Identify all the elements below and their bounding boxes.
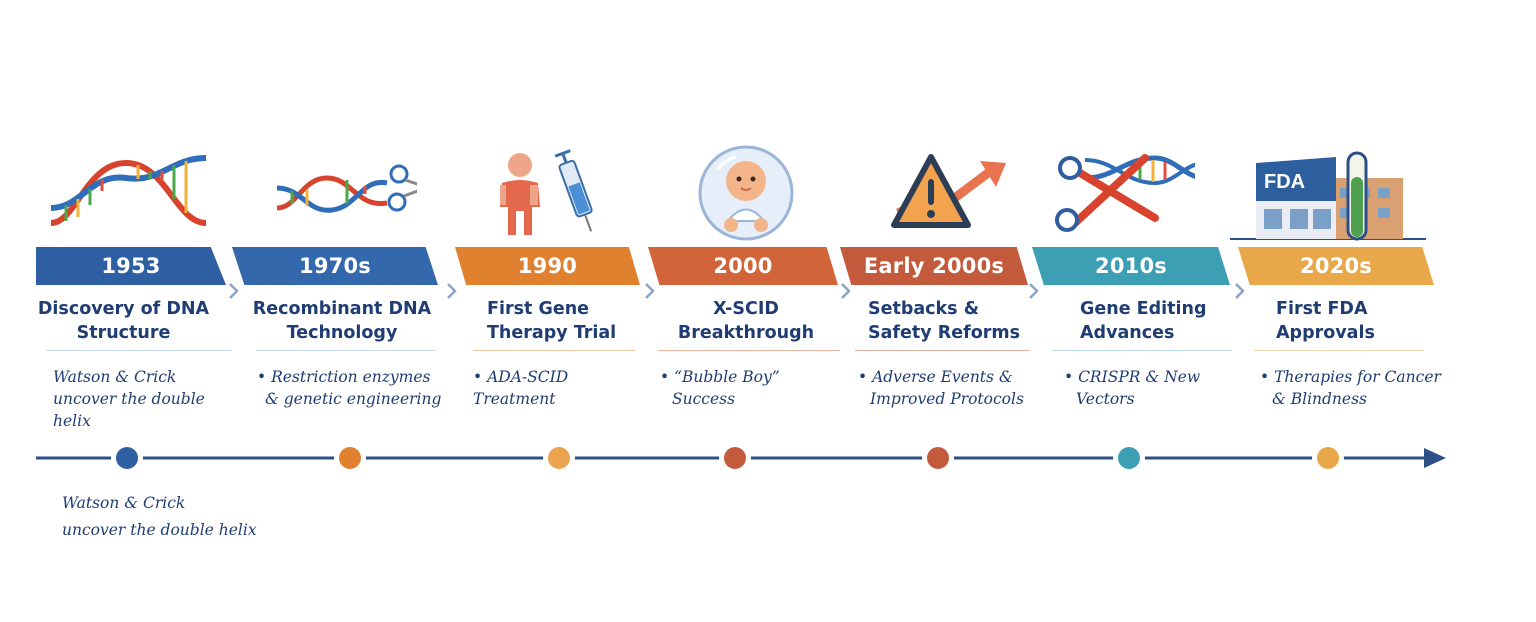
svg-text:FDA: FDA xyxy=(1264,171,1305,193)
year-banner: 2000 xyxy=(648,247,838,285)
milestone-title: Setbacks &Safety Reforms xyxy=(868,299,1021,343)
divider xyxy=(658,350,840,351)
divider xyxy=(1254,350,1424,351)
divider xyxy=(1052,350,1232,351)
chevron-right-icon xyxy=(447,283,457,299)
year-banner: Early 2000s xyxy=(840,247,1028,285)
timeline-dot xyxy=(927,447,949,469)
divider xyxy=(855,350,1030,351)
divider xyxy=(473,350,635,351)
divider xyxy=(46,350,231,351)
chevron-right-icon xyxy=(645,283,655,299)
timeline-arrowhead xyxy=(1424,448,1446,468)
year-banner: 1970s xyxy=(232,247,438,285)
milestone-description: • ADA-SCID Treatment xyxy=(473,368,569,408)
year-banner: 2020s xyxy=(1238,247,1434,285)
chevron-right-icon xyxy=(1029,283,1039,299)
chevron-right-icon xyxy=(841,283,851,299)
chevron-right-icon xyxy=(1235,283,1245,299)
footnote: Watson & Crick uncover the double helix xyxy=(62,490,257,544)
year-banner: 1990 xyxy=(455,247,640,285)
milestone-description: • Restriction enzymes& genetic engineeri… xyxy=(257,368,442,408)
milestone-description: • Therapies for Cancer& Blindness xyxy=(1260,368,1441,408)
timeline-dot xyxy=(724,447,746,469)
timeline-dot xyxy=(548,447,570,469)
timeline-dot xyxy=(1317,447,1339,469)
timeline-dot xyxy=(339,447,361,469)
dna-scissors-icon xyxy=(232,140,432,245)
year-banner: 2010s xyxy=(1032,247,1230,285)
warning-arrow-icon xyxy=(840,140,1035,245)
divider xyxy=(256,350,436,351)
milestone-description: • “Bubble Boy”Success xyxy=(660,368,780,408)
dna-helix-icon xyxy=(36,140,216,245)
timeline-dot xyxy=(1118,447,1140,469)
footnote-line: uncover the double helix xyxy=(62,521,257,539)
year-banner: 1953 xyxy=(36,247,226,285)
bubble-baby-icon xyxy=(648,140,843,245)
milestone-early-2000s: Early 2000s Setbacks &Safety Reforms • A… xyxy=(840,0,1035,440)
fda-building-icon: FDA xyxy=(1228,140,1428,245)
crispr-scissors-icon xyxy=(1032,140,1207,245)
footnote-line: Watson & Crick xyxy=(62,494,186,512)
milestone-description: • Adverse Events &Improved Protocols xyxy=(858,368,1024,408)
timeline-axis xyxy=(36,442,1446,474)
chevron-right-icon xyxy=(229,283,239,299)
timeline-dot xyxy=(116,447,138,469)
patient-syringe-icon xyxy=(455,140,645,245)
